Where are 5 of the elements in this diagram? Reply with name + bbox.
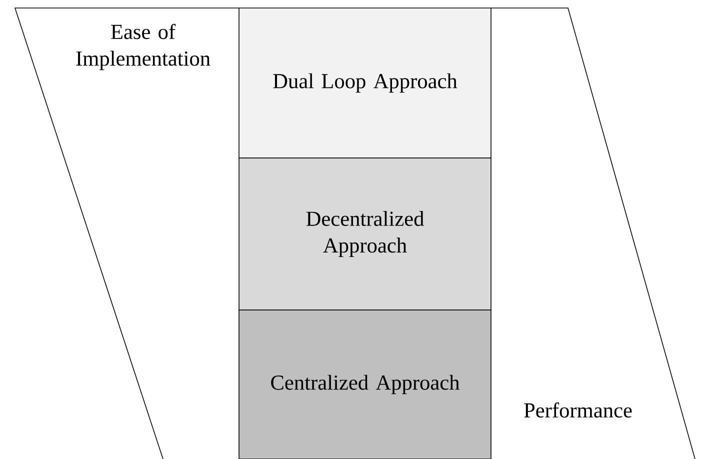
approach-box: Centralized Approach [238,310,492,459]
approach-box: Decentralized Approach [238,158,492,310]
slanted-band: Ease of Implementation [14,8,240,459]
approach-box: Dual Loop Approach [238,8,492,158]
slanted-band: Performance [490,8,696,459]
